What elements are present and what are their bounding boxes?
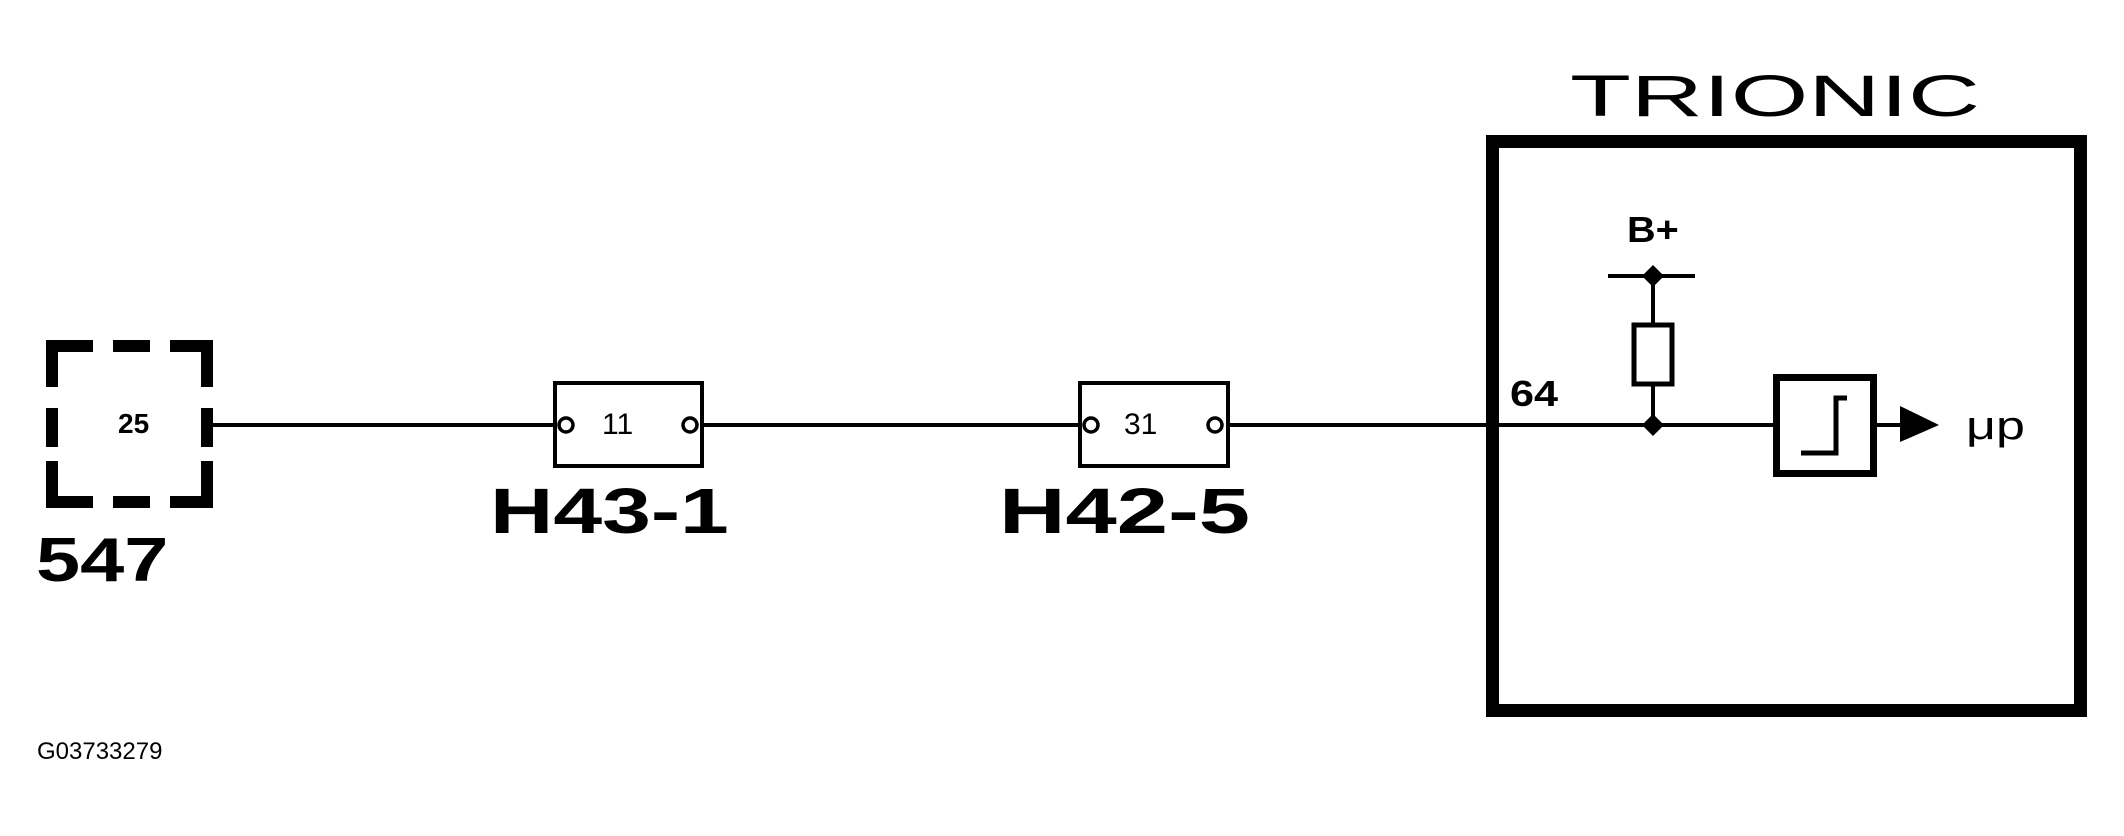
connector-h42-5-label: H42-5 [999, 475, 1251, 547]
connector-h43-1-pin-label: 11 [602, 408, 634, 441]
ecu-pin-label: 64 [1510, 373, 1559, 414]
pullup-resistor [1631, 276, 1675, 425]
figure-id: G03733279 [37, 738, 163, 765]
connector-h43-1 [553, 381, 704, 468]
trionic-ecu-box [1486, 135, 2087, 717]
sensor-547-dashed-box [46, 340, 213, 508]
output-arrow-icon [1877, 406, 1939, 442]
sensor-id-label: 547 [36, 526, 169, 595]
junction-node [1642, 414, 1664, 436]
connector-h43-1-label: H43-1 [490, 475, 729, 547]
schmitt-trigger [1773, 374, 1877, 477]
b-plus-label: B+ [1627, 209, 1679, 250]
sensor-pin-label: 25 [118, 408, 150, 439]
connector-h42-5 [1078, 381, 1230, 468]
ecu-title: TRIONIC [1570, 64, 1981, 129]
connector-h42-5-pin-label: 31 [1124, 408, 1158, 441]
microprocessor-label: μp [1966, 404, 2025, 448]
